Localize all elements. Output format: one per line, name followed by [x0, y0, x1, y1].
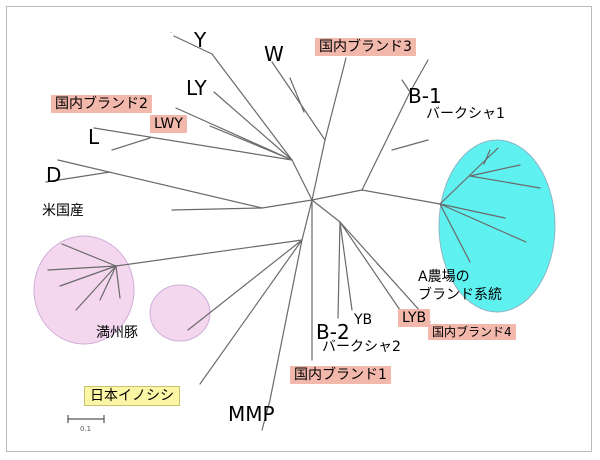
branch-manchuria-4	[75, 265, 117, 311]
tiny-label: ·	[170, 30, 172, 37]
label-yb: YB	[354, 312, 373, 328]
branch-hub-b	[311, 139, 326, 201]
label-manchuria: 満州豚	[96, 325, 138, 341]
label-w: W	[264, 42, 284, 66]
label-mmp: MMP	[228, 402, 275, 426]
branch-hub-e	[301, 199, 313, 241]
label-lwy: LWY	[150, 115, 187, 133]
branch-manchuria-2	[47, 265, 117, 271]
scale-bar	[67, 415, 105, 423]
branch-w	[271, 61, 326, 141]
branch-manchuria-3	[59, 265, 117, 287]
label-l: L	[88, 125, 100, 149]
branch-brand4	[339, 221, 431, 323]
label-berkshire2: バークシャ2	[322, 339, 401, 355]
branch-b1-leaf-2	[409, 59, 429, 93]
branch-brand3	[324, 57, 347, 141]
label-boar: 日本イノシシ	[84, 386, 180, 406]
label-brand2: 国内ブランド2	[51, 95, 152, 113]
label-brand3: 国内ブランド3	[315, 38, 416, 56]
label-usa: 米国産	[42, 203, 84, 219]
branch-mmp-leaf	[261, 399, 271, 431]
branch-lwy	[209, 125, 293, 161]
label-berkshire1: バークシャ1	[426, 106, 505, 122]
branch-ly	[213, 91, 293, 161]
branch-manchuria-1	[61, 243, 117, 267]
label-b1: B-1	[408, 84, 442, 108]
branch-brand2	[175, 107, 293, 161]
branch-manchuria-5	[99, 265, 117, 301]
branch-lyb	[339, 221, 401, 311]
label-d: D	[46, 163, 62, 187]
farm-a-cluster-ellipse	[438, 139, 556, 313]
manchuria-cluster-ellipse-right	[149, 284, 211, 342]
branch-y-leaf	[173, 35, 213, 55]
label-farm-a-line2: ブランド系統	[418, 287, 502, 303]
branch-lower-left	[115, 239, 303, 267]
branch-hub-c	[311, 189, 363, 201]
branch-farm-a	[361, 189, 441, 205]
branch-l-leaf	[111, 137, 151, 151]
branch-hub-f	[311, 199, 341, 223]
branch-farm-a-5	[469, 164, 521, 177]
label-b2: B-2	[316, 320, 350, 344]
branch-l	[93, 127, 293, 161]
branch-b1-leaf-1	[401, 79, 411, 93]
label-farm-a-line1: A農場の	[418, 269, 470, 285]
branch-farm-a-3	[439, 203, 527, 243]
label-ly: LY	[186, 76, 207, 100]
branch-hub-a	[291, 159, 313, 201]
branch-farm-a-2	[469, 175, 541, 189]
branch-b2	[337, 221, 341, 319]
branch-d-leaf	[45, 171, 111, 183]
branch-mmp	[269, 239, 303, 401]
branch-usa	[171, 207, 263, 211]
branch-w-sub	[289, 77, 305, 113]
branch-manchuria-right	[187, 239, 303, 331]
branch-y	[211, 53, 293, 161]
branch-d	[57, 159, 263, 209]
label-brand1: 国内ブランド1	[290, 366, 391, 384]
branch-farm-a-6	[483, 149, 491, 165]
branch-b1-leaf-3	[391, 139, 429, 151]
branch-farm-a-1	[439, 147, 499, 205]
branch-manchuria-6	[115, 265, 121, 299]
branch-boar	[199, 239, 303, 385]
scale-label: 0.1	[80, 425, 92, 433]
branch-b1	[361, 91, 411, 191]
branch-farm-a-4	[439, 203, 506, 219]
branch-yb	[339, 221, 353, 311]
label-lyb: LYB	[398, 309, 431, 327]
branch-farm-a-7	[439, 203, 471, 263]
branch-hub-d	[261, 199, 313, 209]
label-y: Y	[194, 28, 207, 52]
label-brand4: 国内ブランド4	[428, 324, 516, 340]
